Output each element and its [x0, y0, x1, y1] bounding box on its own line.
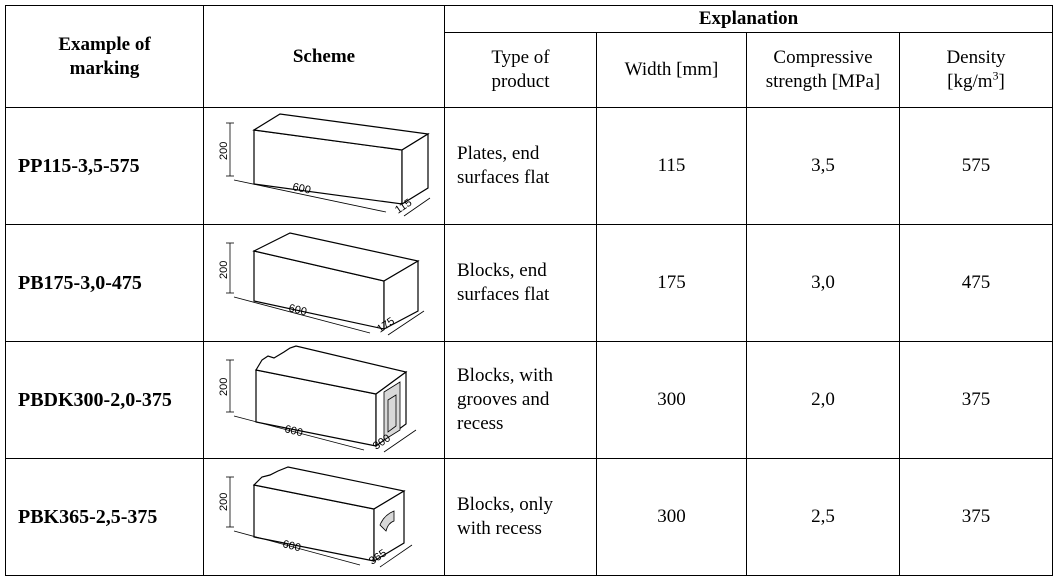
header-scheme: Scheme	[203, 5, 445, 108]
width-cell: 300	[596, 458, 747, 576]
density-cell: 375	[898, 341, 1054, 459]
marking-cell: PBK365-2,5-375	[5, 458, 204, 576]
header-density-unit: [kg/m	[947, 71, 993, 92]
type-cell: Plates, end surfaces flat	[444, 107, 597, 225]
width-cell: 115	[596, 107, 747, 225]
scheme-cell: 200 600 365	[203, 458, 445, 576]
marking-cell: PP115-3,5-575	[5, 107, 204, 225]
strength-cell: 2,0	[746, 341, 900, 459]
plain-block-icon: 200 600 175	[218, 232, 425, 335]
dim-height: 200	[218, 378, 230, 396]
dim-height: 200	[218, 493, 230, 511]
type-cell: Blocks, with grooves and recess	[444, 341, 597, 459]
header-explanation-text: Explanation	[698, 8, 799, 29]
density-cell: 375	[898, 458, 1054, 576]
dim-length: 600	[291, 181, 311, 197]
width-cell: 175	[596, 224, 747, 342]
dim-length: 600	[281, 538, 302, 554]
dim-height: 200	[218, 142, 230, 160]
scheme-cell: 200 600 175	[203, 224, 445, 342]
header-explanation: Explanation	[443, 5, 1054, 33]
type-text: Blocks, only with recess	[457, 494, 554, 539]
strength-cell: 3,5	[746, 107, 900, 225]
plain-block-icon: 200 600 115	[218, 113, 431, 216]
dim-length: 600	[287, 302, 308, 318]
grooved-recess-block-icon: 200 600 300	[218, 345, 417, 452]
strength-cell: 3,0	[746, 224, 900, 342]
dim-length: 600	[283, 423, 304, 439]
header-type: Type of product	[444, 32, 597, 108]
header-density: Density [kg/m3]	[898, 32, 1054, 108]
scheme-cell: 200 600 115	[203, 107, 445, 225]
table-row: PBDK300-2,0-375 200 600 300 Blocks, with…	[5, 341, 1054, 459]
type-text: Plates, end surfaces flat	[457, 143, 550, 188]
table-row: PB175-3,0-475 200 600 175 Blocks, end su…	[5, 224, 1054, 342]
scheme-cell: 200 600 300	[203, 341, 445, 459]
type-cell: Blocks, only with recess	[444, 458, 597, 576]
table-row: PBK365-2,5-375 200 600 365 Blocks, only …	[5, 458, 1054, 576]
header-strength-text: Compressive strength [MPa]	[765, 47, 881, 92]
header-width-text: Width [mm]	[624, 59, 719, 80]
header-density-sup: 3	[992, 68, 999, 83]
header-strength: Compressive strength [MPa]	[746, 32, 900, 108]
marking-cell: PBDK300-2,0-375	[5, 341, 204, 459]
type-text: Blocks, with grooves and recess	[457, 365, 554, 434]
header-density-text: Density	[946, 47, 1006, 68]
strength-cell: 2,5	[746, 458, 900, 576]
header-scheme-text: Scheme	[292, 45, 356, 67]
density-cell: 475	[898, 224, 1054, 342]
type-cell: Blocks, end surfaces flat	[444, 224, 597, 342]
recess-block-icon: 200 600 365	[218, 466, 413, 567]
type-text: Blocks, end surfaces flat	[457, 260, 550, 305]
header-width: Width [mm]	[596, 32, 747, 108]
density-cell: 575	[898, 107, 1054, 225]
marking-table: Example of marking Scheme Explanation Ty…	[5, 5, 1054, 576]
header-density-close: ]	[998, 71, 1005, 92]
dim-height: 200	[218, 261, 230, 279]
marking-cell: PB175-3,0-475	[5, 224, 204, 342]
width-cell: 300	[596, 341, 747, 459]
table-row: PP115-3,5-575 200 600 115 Plates, end su…	[5, 107, 1054, 225]
header-type-text: Type of product	[491, 47, 550, 92]
header-marking-text: Example of marking	[58, 33, 151, 79]
header-marking: Example of marking	[5, 5, 204, 108]
